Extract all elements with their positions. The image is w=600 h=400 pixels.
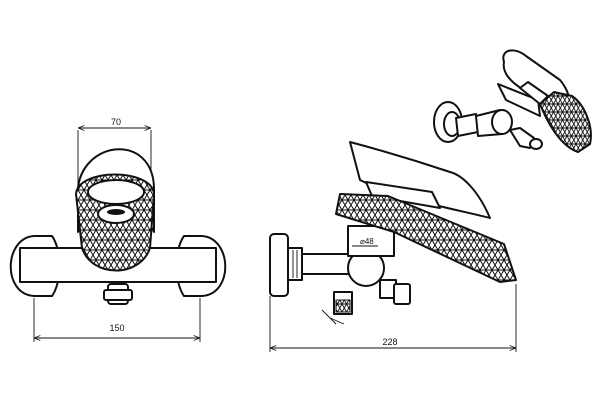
perspective-view bbox=[433, 49, 592, 153]
persp-patterned-handle bbox=[539, 91, 592, 153]
front-view: 70 150 bbox=[9, 117, 227, 342]
dimension-label-228: 228 bbox=[382, 337, 397, 347]
side-view: ⌀48 228 bbox=[269, 141, 517, 352]
side-patterned-handle bbox=[335, 193, 517, 283]
lever-top bbox=[87, 179, 145, 205]
dimension-front-bottom: 150 bbox=[33, 298, 201, 342]
dimension-label-48: ⌀48 bbox=[360, 237, 374, 246]
dimension-side-length: 228 bbox=[269, 284, 517, 352]
dimension-label-70: 70 bbox=[111, 117, 121, 127]
side-wall-flange bbox=[269, 233, 289, 297]
dimension-label-150: 150 bbox=[109, 323, 124, 333]
